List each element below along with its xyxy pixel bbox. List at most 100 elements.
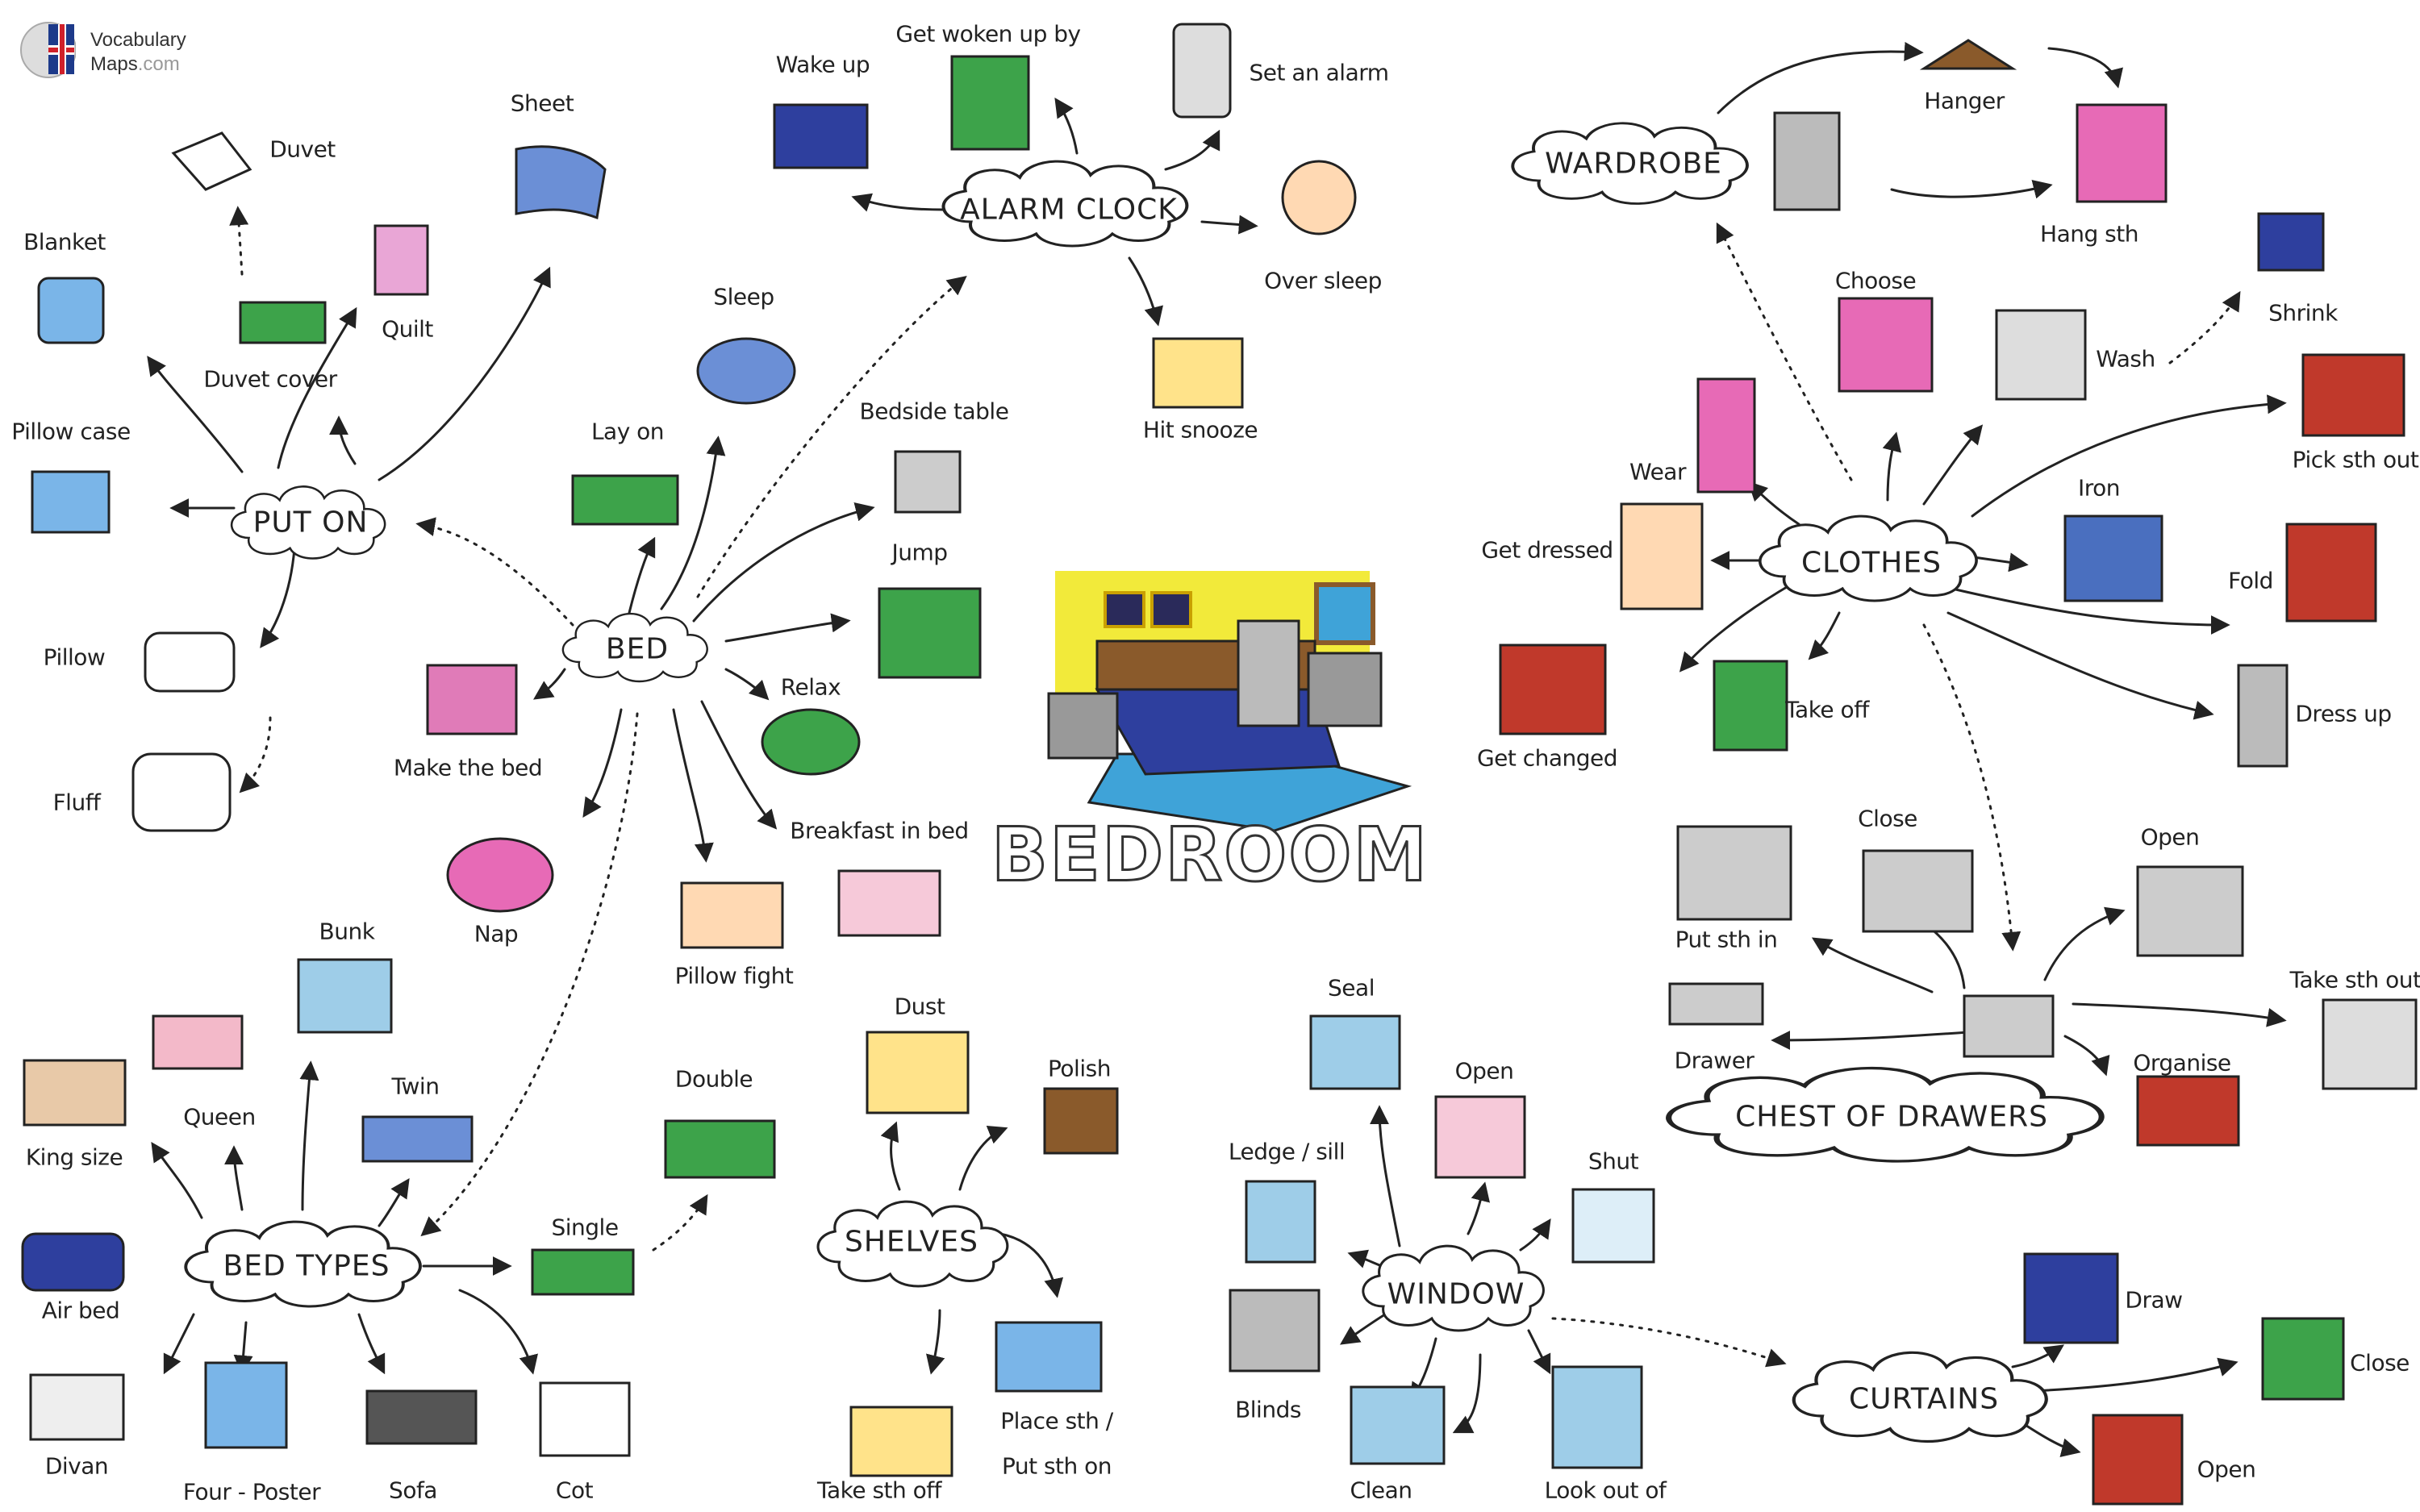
polish-icon — [1043, 1087, 1119, 1155]
label-hang-sth: Hang sth — [2040, 220, 2138, 248]
hang-clothes-icon — [2076, 103, 2168, 203]
label-blanket: Blanket — [23, 228, 106, 256]
pillow-icon — [144, 631, 236, 693]
breakfast-icon — [837, 869, 941, 937]
take-out-icon — [2322, 998, 2418, 1090]
close-drawer-icon — [1862, 849, 1974, 933]
label-double: Double — [674, 1065, 753, 1093]
label-bedside-table: Bedside table — [859, 398, 1009, 425]
label-single: Single — [551, 1214, 619, 1241]
take-off-shelf-icon — [849, 1406, 953, 1477]
label-king-size: King size — [25, 1143, 123, 1171]
logo-domain: Maps.com — [90, 53, 180, 75]
label-wake-up: Wake up — [775, 51, 870, 78]
label-lay-on: Lay on — [590, 418, 665, 445]
label-ledge-sill: Ledge / sill — [1228, 1138, 1346, 1165]
hub-chest-of-drawers: CHEST OF DRAWERS — [1735, 1100, 2048, 1134]
open-curtains-icon — [2092, 1414, 2184, 1506]
label-cot: Cot — [555, 1477, 594, 1504]
get-dressed-icon — [1620, 502, 1704, 610]
label-place-sth: Place sth / — [1000, 1407, 1113, 1435]
cot-icon — [539, 1381, 631, 1457]
label-drawer-close: Close — [1858, 805, 1917, 832]
shut-window-icon — [1571, 1188, 1655, 1264]
label-pillow: Pillow — [43, 644, 106, 671]
label-relax: Relax — [780, 673, 841, 701]
open-window-icon — [1434, 1095, 1526, 1179]
label-draw: Draw — [2125, 1286, 2183, 1314]
label-shut: Shut — [1588, 1148, 1639, 1175]
label-hanger: Hanger — [1924, 87, 2005, 115]
label-take-sth-off: Take sth off — [816, 1477, 942, 1504]
label-get-dressed: Get dressed — [1481, 536, 1613, 564]
twin-beds-icon — [361, 1115, 474, 1163]
logo: Vocabulary Maps.com — [19, 18, 221, 82]
four-poster-icon — [204, 1361, 288, 1449]
phone-alarm-icon — [1172, 23, 1232, 119]
label-quilt: Quilt — [382, 315, 433, 343]
lay-on-bed-icon — [571, 474, 679, 526]
hub-curtains: CURTAINS — [1848, 1382, 2000, 1416]
relax-icon — [761, 708, 861, 776]
label-look-out-of: Look out of — [1544, 1477, 1667, 1504]
hub-put-on: PUT ON — [252, 506, 369, 539]
hub-shelves: SHELVES — [845, 1225, 978, 1259]
seal-icon — [1309, 1014, 1401, 1090]
divan-icon — [29, 1373, 125, 1441]
label-dress-up: Dress up — [2295, 700, 2392, 727]
hub-bed: BED — [605, 632, 670, 666]
place-on-shelf-icon — [995, 1321, 1103, 1393]
label-put-sth-on: Put sth on — [1001, 1452, 1112, 1480]
look-out-icon — [1551, 1365, 1643, 1469]
label-put-sth-in: Put sth in — [1675, 926, 1778, 953]
label-oversleep: Over sleep — [1264, 267, 1382, 294]
label-pillow-fight: Pillow fight — [674, 962, 794, 989]
wear-icon — [1696, 377, 1756, 494]
label-polish: Polish — [1048, 1055, 1111, 1082]
label-window-open: Open — [1454, 1057, 1514, 1085]
sofa-bed-icon — [365, 1389, 478, 1445]
label-drawer-open: Open — [2140, 823, 2200, 851]
shrink-icon — [2257, 212, 2325, 272]
page-title: BEDROOM — [990, 810, 1429, 899]
bedroom-scene-icon — [1047, 571, 1412, 832]
fluff-pillow-icon — [131, 752, 232, 832]
label-get-woken-up-by: Get woken up by — [895, 20, 1081, 48]
duvet-cover-icon — [239, 301, 327, 344]
double-bed-icon — [664, 1119, 776, 1179]
label-set-an-alarm: Set an alarm — [1249, 59, 1389, 86]
label-make-the-bed: Make the bed — [393, 754, 543, 781]
bunk-bed-icon — [297, 958, 393, 1034]
wardrobe-icon — [1773, 111, 1841, 211]
organise-drawer-icon — [2136, 1075, 2240, 1147]
label-duvet: Duvet — [269, 135, 336, 163]
fold-icon — [2285, 523, 2377, 623]
label-breakfast-in-bed: Breakfast in bed — [790, 817, 969, 844]
label-curtains-open: Open — [2197, 1456, 2256, 1483]
clean-window-icon — [1350, 1385, 1446, 1465]
close-curtains-icon — [2261, 1317, 2345, 1401]
quilt-icon — [373, 224, 429, 296]
dress-up-icon — [2237, 664, 2289, 768]
label-fold: Fold — [2228, 567, 2273, 594]
label-sofa: Sofa — [389, 1477, 437, 1504]
single-bed-icon — [531, 1248, 635, 1296]
sleep-icon — [696, 337, 796, 405]
take-off-icon — [1713, 660, 1788, 752]
label-shrink: Shrink — [2268, 299, 2338, 327]
drawer-icon — [1668, 982, 1764, 1026]
label-wear: Wear — [1629, 458, 1686, 485]
label-choose: Choose — [1834, 267, 1917, 294]
label-nap: Nap — [474, 920, 519, 948]
nap-icon — [446, 837, 554, 913]
pillow-case-icon — [31, 470, 111, 534]
label-blinds: Blinds — [1235, 1396, 1301, 1423]
label-hit-snooze: Hit snooze — [1142, 416, 1258, 444]
dust-icon — [866, 1031, 970, 1114]
sheet-icon — [515, 145, 607, 220]
label-take-sth-out: Take sth out — [2289, 966, 2420, 993]
air-bed-icon — [21, 1232, 125, 1292]
washing-machine-icon — [1995, 309, 2087, 401]
ledge-icon — [1245, 1180, 1316, 1264]
